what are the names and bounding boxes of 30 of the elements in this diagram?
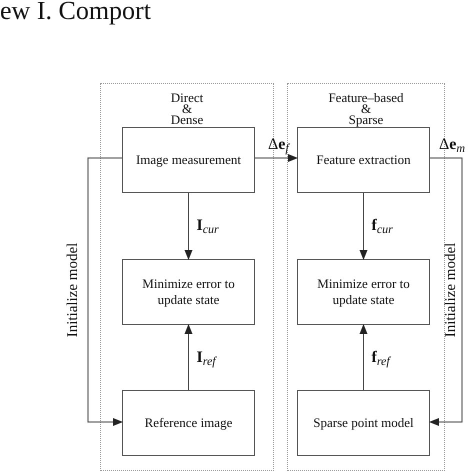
box-label: Reference image — [144, 415, 232, 431]
box-label: Minimize error to update state — [316, 276, 411, 308]
edge-label: Δe$_{m}$ — [439, 137, 466, 153]
process-box — [297, 390, 430, 456]
process-box — [297, 127, 430, 193]
process-box — [122, 390, 255, 456]
box-label: Minimize error to update state — [141, 276, 236, 308]
arrow — [88, 158, 123, 426]
arrow — [360, 324, 368, 390]
panel-heading: Feature–based & Sparse — [328, 92, 404, 125]
edge-label: I$_{cur}$ — [196, 218, 219, 234]
process-box — [122, 259, 255, 325]
box-label: Image measurement — [136, 152, 242, 168]
edge-label: f$_{cur}$ — [372, 218, 393, 234]
box-label: Feature extraction — [316, 152, 411, 168]
arrow — [360, 192, 368, 260]
process-box — [122, 127, 255, 193]
arrow — [429, 158, 462, 426]
edge-label: I$_{ref}$ — [196, 350, 216, 366]
box-label: Sparse point model — [313, 415, 414, 431]
panel-heading: Direct & Dense — [170, 92, 204, 125]
arrow — [184, 324, 192, 390]
edge-label: Δe$_{f}$ — [268, 137, 289, 153]
edge-label: f$_{ref}$ — [372, 350, 390, 366]
side-label: Initialize model — [443, 242, 459, 338]
arrow — [254, 154, 298, 162]
edge-label: Initialize model — [65, 242, 81, 338]
arrow — [184, 192, 192, 260]
process-box — [297, 259, 430, 325]
page-header-text: ew I. Comport — [0, 0, 151, 22]
